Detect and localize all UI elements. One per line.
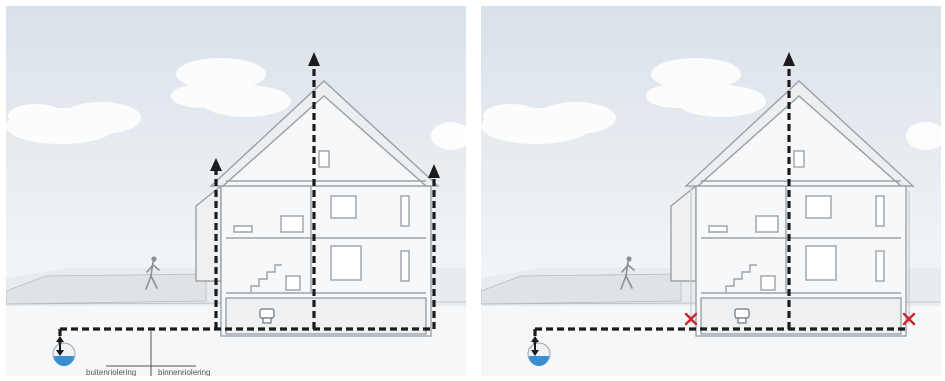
diagram-panel-left: buitenriolering binnenriolering	[6, 6, 466, 376]
caption-outside-sewer: buitenriolering	[86, 368, 136, 376]
house-diagram-left: buitenriolering binnenriolering	[6, 6, 466, 376]
caption-inside-sewer: binnenriolering	[158, 368, 210, 376]
house-diagram-right	[481, 6, 941, 376]
diagram-panel-right	[481, 6, 941, 376]
